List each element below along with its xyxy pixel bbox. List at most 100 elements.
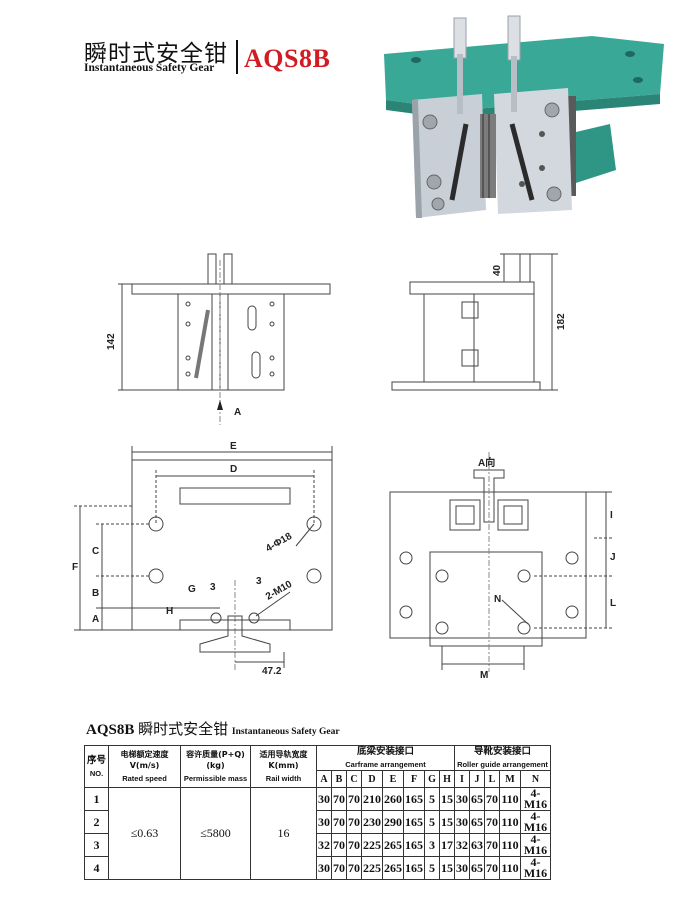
cell-g: 5 [424, 856, 440, 880]
cell-c: 70 [346, 833, 362, 857]
cell-l: 70 [484, 810, 500, 834]
cell-h: 15 [439, 787, 455, 811]
cell-no: 4 [84, 856, 109, 880]
dim-e: E [230, 441, 237, 452]
cell-c: 70 [346, 856, 362, 880]
cell-m: 110 [499, 856, 521, 880]
cell-g: 5 [424, 787, 440, 811]
header-title-en: Instantaneous Safety Gear [84, 62, 215, 74]
cell-i: 30 [454, 856, 470, 880]
dim-j: J [610, 552, 616, 563]
dim-182: 182 [556, 313, 567, 330]
cell-no: 3 [84, 833, 109, 857]
dim-hole-4: 4-Φ18 [264, 531, 294, 555]
cell-m: 110 [499, 833, 521, 857]
dim-three-b: 3 [256, 576, 262, 587]
arrow-a-label: A [234, 407, 241, 418]
dim-l: L [610, 598, 616, 609]
cell-a: 30 [316, 787, 332, 811]
cell-j: 65 [469, 787, 485, 811]
th-col: E [382, 770, 404, 788]
cell-mass: ≤5800 [180, 787, 251, 880]
cell-f: 165 [403, 833, 425, 857]
cell-b: 70 [331, 787, 347, 811]
dim-d: D [230, 464, 237, 475]
cell-j: 65 [469, 810, 485, 834]
cell-d: 210 [361, 787, 383, 811]
cell-h: 15 [439, 856, 455, 880]
drawing-view-a: A向 I J L M N [389, 452, 616, 681]
table-title-zh: 瞬时式安全钳 [138, 720, 229, 738]
cell-c: 70 [346, 810, 362, 834]
th-col: A [316, 770, 332, 788]
cell-a: 30 [316, 810, 332, 834]
drawing-side-view: 40 182 [391, 253, 567, 391]
cell-b: 70 [331, 856, 347, 880]
dim-a: A [92, 614, 99, 625]
dim-three-a: 3 [210, 582, 216, 593]
dim-b: B [92, 588, 99, 599]
th-col: J [469, 770, 485, 788]
cell-e: 290 [382, 810, 404, 834]
cell-speed: ≤0.63 [108, 787, 181, 880]
product-photo [384, 15, 664, 218]
cell-no: 2 [84, 810, 109, 834]
drawing-plan-view: E D F C B A G H 3 3 2-M10 4-Φ18 47.2 [72, 441, 333, 677]
dim-f: F [72, 562, 78, 573]
cell-n: 4-M16 [520, 856, 551, 880]
th-col: L [484, 770, 500, 788]
th-col: D [361, 770, 383, 788]
cell-c: 70 [346, 787, 362, 811]
cell-b: 70 [331, 833, 347, 857]
cell-g: 3 [424, 833, 440, 857]
header-title-zh: 瞬时式安全钳 [84, 41, 228, 67]
th-rail: 适用导轨宽度K(mm)Rail width [250, 745, 317, 788]
th-col: N [520, 770, 551, 788]
cell-m: 110 [499, 787, 521, 811]
dim-i: I [610, 510, 613, 521]
cell-m: 110 [499, 810, 521, 834]
cell-j: 63 [469, 833, 485, 857]
cell-rail: 16 [250, 787, 317, 880]
th-col: F [403, 770, 425, 788]
cell-i: 30 [454, 810, 470, 834]
th-col: G [424, 770, 440, 788]
th-col: I [454, 770, 470, 788]
cell-l: 70 [484, 833, 500, 857]
view-a-label: A向 [478, 456, 495, 469]
cell-n: 4-M16 [520, 810, 551, 834]
dim-40: 40 [492, 264, 503, 276]
cell-a: 32 [316, 833, 332, 857]
dim-g: G [188, 584, 196, 595]
cell-n: 4-M16 [520, 833, 551, 857]
cell-b: 70 [331, 810, 347, 834]
table-title: AQS8B 瞬时式安全钳 Instantaneous Safety Gear [86, 718, 340, 739]
cell-f: 165 [403, 787, 425, 811]
cell-h: 15 [439, 810, 455, 834]
table-title-en: Instantaneous Safety Gear [231, 727, 340, 737]
cell-no: 1 [84, 787, 109, 811]
th-col: B [331, 770, 347, 788]
th-col: H [439, 770, 455, 788]
table-title-model: AQS8B [86, 722, 135, 738]
cell-i: 32 [454, 833, 470, 857]
th-col: C [346, 770, 362, 788]
cell-h: 17 [439, 833, 455, 857]
drawing-front-view: 142 A [106, 253, 331, 425]
cell-f: 165 [403, 856, 425, 880]
th-speed: 电梯额定速度V(m/s)Rated speed [108, 745, 181, 788]
cell-g: 5 [424, 810, 440, 834]
cell-l: 70 [484, 787, 500, 811]
cell-j: 65 [469, 856, 485, 880]
dim-m: M [480, 670, 488, 681]
cell-e: 260 [382, 787, 404, 811]
cell-a: 30 [316, 856, 332, 880]
